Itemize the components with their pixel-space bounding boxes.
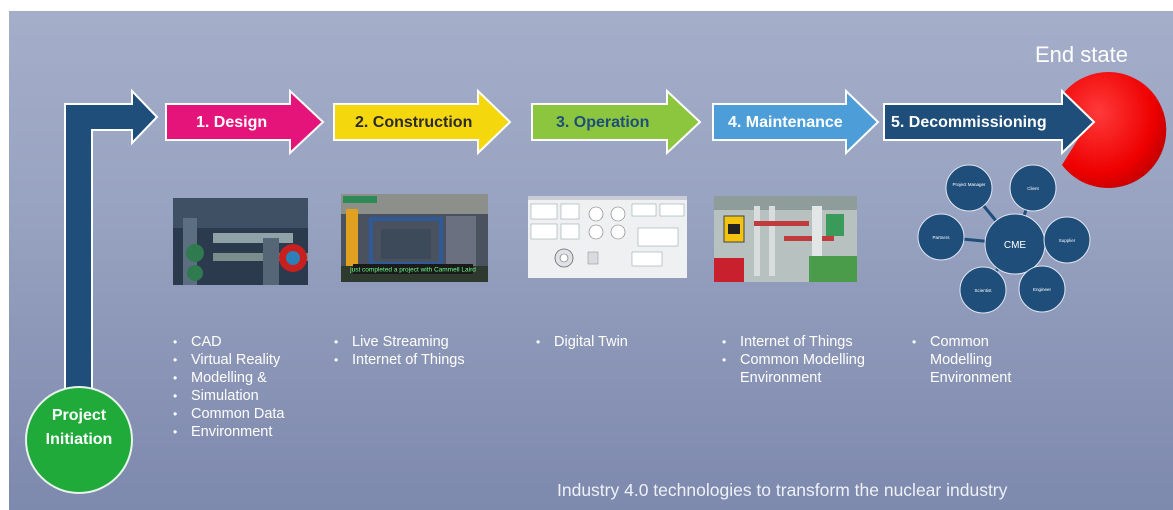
maintenance-iot-image [714, 196, 857, 282]
project-initiation-label: Project Initiation [25, 404, 133, 452]
project-initiation-line1: Project [51, 407, 107, 424]
list-item: Digital Twin [532, 333, 628, 351]
slide-caption: Industry 4.0 technologies to transform t… [557, 480, 1008, 500]
operation-technologies-list: Digital Twin [532, 333, 628, 351]
list-item: Modelling & [169, 369, 284, 387]
stage-label-maintenance: 4. Maintenance [728, 114, 843, 131]
maintenance-technologies-list: Internet of Things Common Modelling Envi… [718, 333, 888, 387]
stream-caption: just completed a project with Cammell La… [349, 267, 476, 274]
decommissioning-technologies-list: Common Modelling Environment [908, 333, 1038, 387]
end-state-label: End state [1035, 42, 1128, 67]
stage-label-operation: 3. Operation [556, 114, 650, 131]
list-item: Internet of Things [718, 333, 888, 351]
project-initiation-circle [25, 386, 133, 494]
list-item: Simulation [169, 387, 284, 405]
list-item: Common Modelling Environment [908, 333, 1038, 387]
list-item: Common Modelling Environment [718, 351, 888, 387]
construction-technologies-list: Live Streaming Internet of Things [330, 333, 465, 369]
list-item: Internet of Things [330, 351, 465, 369]
stage-label-construction: 2. Construction [355, 114, 473, 131]
stage-label-decommissioning: 5. Decommissioning [891, 114, 1047, 131]
stage-label-design: 1. Design [196, 114, 268, 131]
construction-stream-image: just completed a project with Cammell La… [341, 194, 488, 282]
list-item: Common Data [169, 405, 284, 423]
design-cad-image [173, 198, 308, 285]
operation-dashboard-image [528, 196, 687, 278]
project-initiation-line2: Initiation [45, 431, 113, 448]
list-item: CAD [169, 333, 284, 351]
list-item: Live Streaming [330, 333, 465, 351]
design-technologies-list: CAD Virtual Reality Modelling & Simulati… [169, 333, 284, 441]
list-item: Virtual Reality [169, 351, 284, 369]
list-item: Environment [169, 423, 284, 441]
